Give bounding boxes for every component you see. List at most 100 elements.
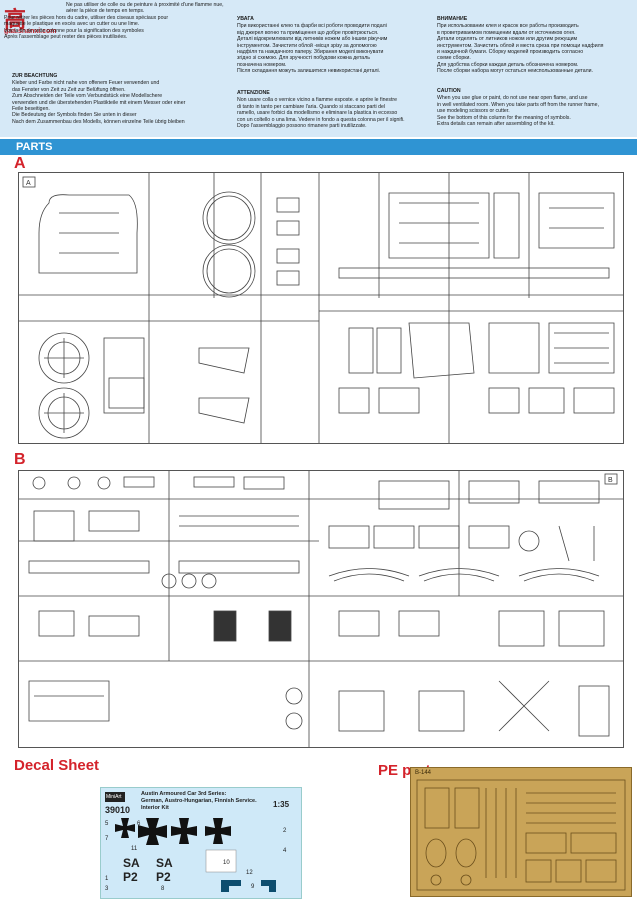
decal-number: 1 — [105, 876, 109, 882]
fr-line: Voir la fin de cette colonne pour la sig… — [4, 27, 144, 34]
de-line: Nach dem Zusammenbau des Modells, können… — [12, 118, 185, 125]
sprue-b-frame: B — [18, 470, 624, 748]
sprue-a-tag: A — [26, 180, 31, 187]
ru-line: и наждачной бумаги. Сборку моделей произ… — [437, 49, 584, 56]
sprue-a-drawing: A — [19, 173, 623, 443]
it-line: Non usare colla o vernice vicino a fiamm… — [237, 97, 398, 104]
cross-decal — [205, 818, 231, 844]
ru-line: Детали отделять от литников ножом или др… — [437, 36, 578, 43]
ru-line: в проветриваемом помещении вдали от исто… — [437, 29, 576, 36]
it-line: con un coltello o una lima. Vedere in fo… — [237, 116, 405, 123]
cross-decal — [171, 818, 197, 844]
instructions-italian: ATTENZIONE Non usare colla o vernice vic… — [237, 90, 427, 129]
ru-line: При использовании клея и красок все рабо… — [437, 23, 579, 30]
pe-code: B-144 — [415, 770, 432, 776]
pe-fret: B-144 — [410, 767, 632, 897]
en-line: Extra details can remain after assemblin… — [437, 121, 555, 128]
it-heading: ATTENZIONE — [237, 90, 270, 96]
logo-site-text: gaa.shanxi.com — [4, 28, 57, 35]
brand-logo-text: MiniArt — [106, 794, 122, 800]
en-line: use modeling scissors or cutter. — [437, 108, 510, 115]
de-line: Die Bedeutung der Symbols finden Sie unt… — [12, 112, 137, 119]
decal-sheet: MiniArt 39010 Austin Armoured Car 3rd Se… — [100, 787, 302, 899]
instructions-band — [0, 0, 637, 137]
decal-number: 10 — [223, 860, 230, 866]
brand-logo: MiniArt — [105, 792, 125, 802]
parts-header-title: PARTS — [16, 141, 53, 153]
fr-line: maquette le plastique en excès avec un c… — [4, 21, 140, 28]
decal-sheet-title: Decal Sheet — [14, 757, 100, 774]
kit-scale: 1:35 — [273, 800, 290, 809]
it-line: ramello, usare forbici da modellismo e e… — [237, 110, 398, 117]
instructions-russian: ВНИМАНИЕ При использовании клея и красок… — [437, 16, 635, 75]
decal-number: 12 — [246, 870, 253, 876]
kit-extra: Interior Kit — [141, 805, 169, 811]
de-heading: ZUR BEACHTUNG — [12, 73, 58, 79]
ua-line: від джерел вогню та приміщення що добре … — [237, 29, 379, 36]
instructions-english: CAUTION When you use glue or paint, do n… — [437, 88, 635, 127]
decal-number: 7 — [105, 836, 109, 842]
site-logo: 高 gaa.shanxi.com — [2, 2, 64, 36]
instructions-ukrainian: УВАГА При використанні клею та фарби всі… — [237, 16, 427, 75]
hook-decal — [261, 880, 276, 892]
decal-number: 2 — [283, 828, 287, 834]
fr-line: Ne pas utiliser de colle ou de peinture … — [66, 2, 224, 8]
kit-subtitle: German, Austro-Hungarian, Finnish Servic… — [141, 798, 257, 804]
marking-text-p2: P2 — [156, 870, 171, 884]
pe-parts-drawing — [416, 779, 626, 891]
ua-line: Деталі відокремлювати від литників ножем… — [237, 36, 388, 43]
sprue-a-label: A — [14, 155, 26, 172]
fr-line: Après l'assemblage peut rester des pièce… — [4, 34, 128, 41]
logo-mark: 高 — [4, 8, 27, 33]
decal-number: 6 — [137, 821, 141, 827]
marking-text-p2: P2 — [123, 870, 138, 884]
en-line: in well ventilated room. When you take p… — [437, 101, 599, 108]
ru-line: инструментом. Зачистить облой и места ср… — [437, 42, 604, 49]
parts-header-bar: PARTS — [0, 139, 637, 155]
cross-decal — [115, 818, 135, 838]
decal-markings — [115, 818, 276, 892]
decal-number: 5 — [105, 821, 109, 827]
kit-name: Austin Armoured Car 3rd Series: — [141, 791, 227, 797]
ua-heading: УВАГА — [237, 16, 254, 22]
marking-text-sa: SA — [156, 856, 173, 870]
sprue-b-label: B — [14, 451, 26, 468]
en-heading: CAUTION — [437, 88, 461, 94]
ua-line: згідно зі схемою. Для зручності побудови… — [237, 55, 370, 62]
ua-line: При використанні клею та фарби всі робот… — [237, 23, 387, 30]
de-line: das Fenster von Zeit zu Zeit zur Belüftu… — [12, 86, 126, 93]
decal-number: 11 — [131, 846, 138, 852]
sprue-b-drawing: B — [19, 471, 623, 747]
ru-line: Для удобства сборки каждая деталь обозна… — [437, 61, 579, 68]
fr-line: Pour retirer les pièces hors du cadre, u… — [4, 14, 169, 21]
de-line: Kleber und Farbe nicht nahe von offenem … — [12, 80, 160, 87]
de-line: Feile beseitigen. — [12, 106, 50, 113]
ua-line: Після складання можуть залишитися невико… — [237, 68, 381, 75]
ru-line: схеме сборки. — [437, 55, 471, 62]
en-line: See the bottom of this column for the me… — [437, 114, 571, 121]
hook-decal — [221, 880, 241, 892]
cross-decal — [138, 818, 167, 845]
marking-text-sa: SA — [123, 856, 140, 870]
it-line: Dopo l'assemblaggio possono rimanere par… — [237, 123, 367, 130]
decal-number: 8 — [161, 886, 165, 892]
decal-number: 3 — [105, 886, 109, 892]
instructions-french: Ne pas utiliser de colle ou de peinture … — [4, 2, 232, 40]
de-line: verwenden und die überstehenden Plastikt… — [12, 99, 186, 106]
instructions-german: ZUR BEACHTUNG Kleber und Farbe nicht nah… — [12, 73, 234, 125]
en-line: When you use glue or paint, do not use n… — [437, 95, 588, 102]
ua-line: позначена номером. — [237, 61, 287, 68]
ru-line: После сборки набора могут остаться неисп… — [437, 68, 593, 75]
ru-heading: ВНИМАНИЕ — [437, 16, 468, 22]
it-line: di tanto in tanto per cambiare l'aria. Q… — [237, 103, 386, 110]
ua-line: інструментом. Зачистити облой -місця зрі… — [237, 42, 377, 49]
blank-decal — [205, 849, 237, 873]
fr-line: aérer la pièce de temps en temps. — [66, 8, 145, 15]
sprue-a-frame: A — [18, 172, 624, 444]
ua-line: надфіля та наждачного паперу. Збирання м… — [237, 49, 384, 56]
de-line: Zum Abschneiden der Teile vom Verbundstü… — [12, 93, 163, 100]
decal-number: 9 — [251, 884, 255, 890]
kit-number: 39010 — [105, 805, 131, 815]
decal-number: 4 — [283, 848, 287, 854]
sprue-b-tag: B — [608, 477, 613, 484]
